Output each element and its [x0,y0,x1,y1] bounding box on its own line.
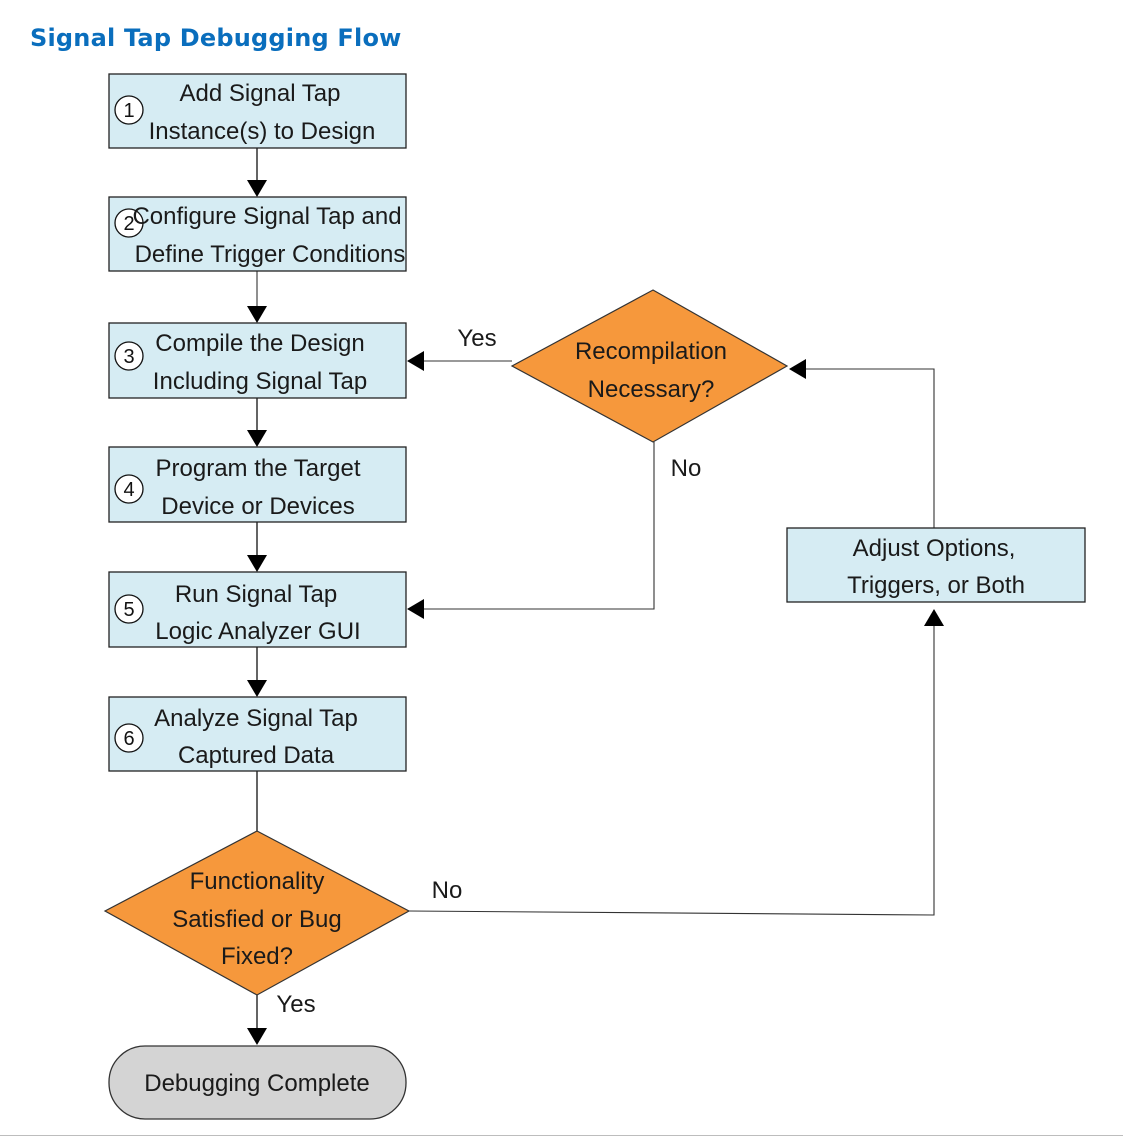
step-6-box [108,696,407,772]
step-4: 4 Program the Target Device or Devices [108,446,407,523]
step-3-number: 3 [123,346,134,368]
decision-recompilation-line-1: Recompilation [575,338,727,365]
arrowhead-step5 [247,555,267,572]
decision-recompilation: Recompilation Necessary? Yes No [457,289,789,482]
step-2-label-line-2: Define Trigger Conditions [135,241,406,268]
decision-functionality-line-3: Fixed? [221,943,293,970]
step-1-label-line-1: Add Signal Tap [179,80,340,107]
step-1-box [108,73,407,149]
adjust-options-box [786,527,1086,603]
adjust-options-line-2: Triggers, or Both [847,572,1025,599]
page-divider [0,1135,1123,1136]
step-6-number: 6 [123,728,134,750]
arrowhead-recompile-no [407,599,424,619]
decision-functionality-line-1: Functionality [190,868,325,895]
step-4-label-line-1: Program the Target [156,455,361,482]
arrowhead-step6 [247,680,267,697]
terminal-shape [108,1045,407,1120]
decision-recompilation-no-label: No [671,455,702,482]
page-title: Signal Tap Debugging Flow [30,24,402,52]
step-3-box [108,322,407,399]
step-5-box [108,571,407,648]
terminal-debugging-complete: Debugging Complete [108,1045,407,1120]
decision-functionality: Functionality Satisfied or Bug Fixed? No… [103,830,463,1018]
decision-functionality-yes-label: Yes [276,991,315,1018]
step-6-label-line-2: Captured Data [178,742,335,769]
step-6: 6 Analyze Signal Tap Captured Data [108,696,407,772]
step-6-label-line-1: Analyze Signal Tap [154,705,358,732]
arrowhead-adjust [924,609,944,626]
step-3-number-circle [114,341,144,371]
arrowhead-recompile-yes [407,351,424,371]
step-4-label-line-2: Device or Devices [161,493,354,520]
arrowhead-step2 [247,180,267,197]
connector-adjust-recompile [806,368,935,528]
step-4-box [108,446,407,523]
step-5-label-line-1: Run Signal Tap [175,581,337,608]
decision-recompilation-line-2: Necessary? [588,376,715,403]
step-5-label-line-2: Logic Analyzer GUI [155,618,360,645]
step-2: 2 Configure Signal Tap and Define Trigge… [108,196,407,272]
step-1-number-circle [114,95,144,125]
step-2-box [108,196,407,272]
decision-functionality-diamond [103,830,411,996]
arrowhead-recompile [789,359,806,379]
step-5: 5 Run Signal Tap Logic Analyzer GUI [108,571,407,648]
arrowhead-step4 [247,430,267,447]
step-3-label-line-2: Including Signal Tap [153,368,367,395]
connector-functionality-no [408,626,935,916]
decision-functionality-no-label: No [432,877,463,904]
decision-recompilation-diamond [510,289,789,443]
step-4-number: 4 [123,479,134,501]
step-3: 3 Compile the Design Including Signal Ta… [108,322,407,399]
step-5-number: 5 [123,599,134,621]
connectors [247,148,944,1045]
step-2-label-line-1: Configure Signal Tap and [132,203,401,230]
decision-recompilation-yes-label: Yes [457,325,496,352]
step-2-number: 2 [123,213,134,235]
step-1-label-line-2: Instance(s) to Design [149,118,376,145]
adjust-options-line-1: Adjust Options, [853,535,1016,562]
terminal-label: Debugging Complete [144,1070,369,1097]
arrowhead-step3 [247,306,267,323]
step-6-number-circle [114,723,144,753]
step-1-number: 1 [123,100,134,122]
decision-functionality-line-2: Satisfied or Bug [172,906,341,933]
step-1: 1 Add Signal Tap Instance(s) to Design [108,73,407,149]
connector-recompile-no [424,442,655,610]
adjust-options: Adjust Options, Triggers, or Both [786,527,1086,603]
step-3-label-line-1: Compile the Design [155,330,364,357]
step-4-number-circle [114,474,144,504]
arrowhead-terminal [247,1028,267,1045]
step-2-number-circle [114,208,144,238]
step-5-number-circle [114,594,144,624]
